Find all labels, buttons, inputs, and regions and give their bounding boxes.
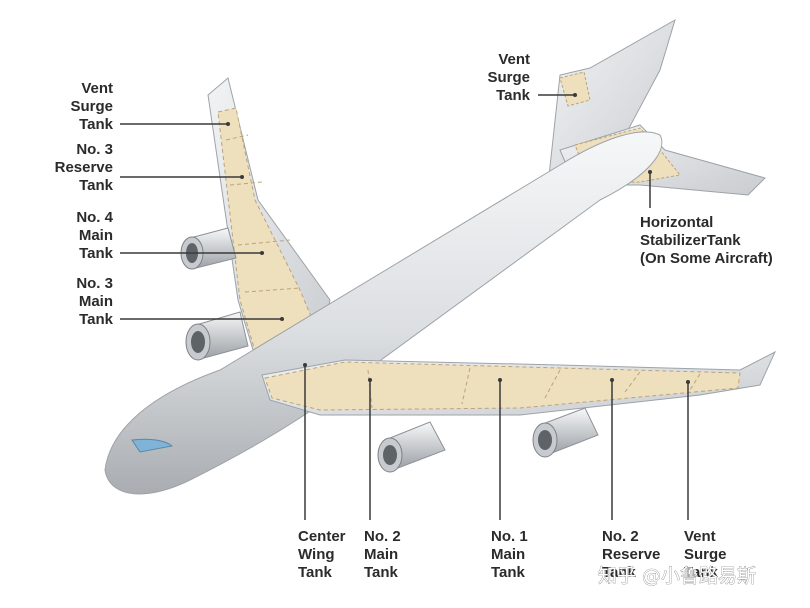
svg-text:Horizontal: Horizontal	[640, 214, 713, 231]
tail-vent-surge-tank	[559, 71, 591, 107]
svg-text:Vent: Vent	[684, 528, 716, 545]
svg-text:Tank: Tank	[496, 87, 531, 104]
svg-text:Tank: Tank	[364, 564, 399, 581]
svg-text:No. 1: No. 1	[491, 528, 528, 545]
svg-text:Reserve: Reserve	[55, 159, 113, 176]
svg-text:Wing: Wing	[298, 546, 335, 563]
svg-text:Main: Main	[79, 293, 113, 310]
label-no2-main-tank: No. 2 Main Tank	[364, 528, 401, 581]
left-wing-tanks	[217, 107, 321, 376]
svg-text:Main: Main	[364, 546, 398, 563]
svg-text:Vent: Vent	[498, 51, 530, 68]
right-engines	[377, 407, 599, 473]
svg-text:No. 2: No. 2	[364, 528, 401, 545]
svg-text:Vent: Vent	[81, 80, 113, 97]
svg-text:Tank: Tank	[79, 116, 114, 133]
svg-text:Main: Main	[491, 546, 525, 563]
label-no3-main-tank: No. 3 Main Tank	[76, 275, 113, 328]
svg-text:Main: Main	[79, 227, 113, 244]
cockpit-windows	[131, 438, 174, 453]
svg-text:No. 2: No. 2	[602, 528, 639, 545]
watermark: 知乎 @小鲁路易斯	[598, 565, 756, 587]
svg-text:Tank: Tank	[79, 177, 114, 194]
label-vent-surge-tank-left: Vent Surge Tank	[70, 80, 113, 133]
left-engines	[180, 227, 249, 361]
svg-text:Tank: Tank	[79, 311, 114, 328]
label-no4-main-tank: No. 4 Main Tank	[76, 209, 113, 262]
svg-text:Tank: Tank	[79, 245, 114, 262]
label-vent-surge-tank-tail: Vent Surge Tank	[487, 51, 530, 104]
svg-text:No. 4: No. 4	[76, 209, 113, 226]
fuselage	[104, 131, 663, 495]
svg-text:Tank: Tank	[491, 564, 526, 581]
right-wing	[261, 350, 777, 416]
label-center-wing-tank: Center Wing Tank	[298, 528, 346, 581]
svg-text:(On Some Aircraft): (On Some Aircraft)	[640, 250, 773, 267]
svg-text:Reserve: Reserve	[602, 546, 660, 563]
svg-text:Tank: Tank	[298, 564, 333, 581]
leader-lines	[120, 93, 690, 520]
svg-text:Surge: Surge	[684, 546, 727, 563]
label-vent-surge-tank-right: Vent Surge Tank	[684, 528, 727, 581]
svg-text:Tank: Tank	[602, 564, 637, 581]
svg-text:StabilizerTank: StabilizerTank	[640, 232, 741, 249]
svg-text:Surge: Surge	[70, 98, 113, 115]
right-wing-tanks	[264, 361, 741, 411]
svg-text:No. 3: No. 3	[76, 275, 113, 292]
label-no3-reserve-tank: No. 3 Reserve Tank	[55, 141, 114, 194]
label-no1-main-tank: No. 1 Main Tank	[491, 528, 528, 581]
label-no2-reserve-tank: No. 2 Reserve Tank	[602, 528, 660, 581]
svg-text:Surge: Surge	[487, 69, 530, 86]
label-horizontal-stabilizer-tank: Horizontal StabilizerTank (On Some Aircr…	[640, 214, 773, 267]
left-wing	[207, 77, 331, 381]
svg-text:No. 3: No. 3	[76, 141, 113, 158]
svg-text:Center: Center	[298, 528, 346, 545]
svg-text:Tank: Tank	[684, 564, 719, 581]
